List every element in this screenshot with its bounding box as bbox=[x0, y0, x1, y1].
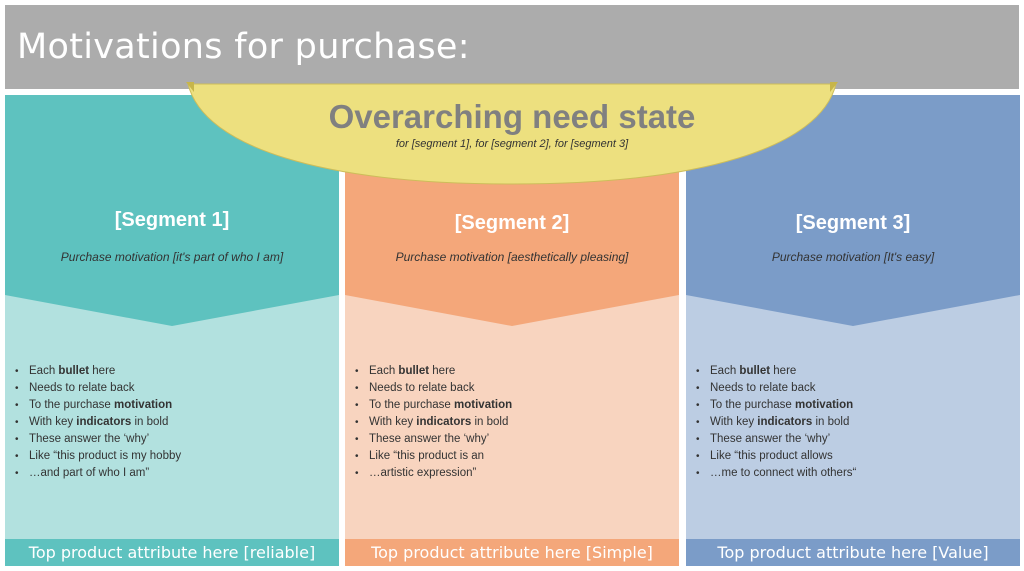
bullet-item: These answer the ‘why’ bbox=[696, 431, 856, 448]
page-title: Motivations for purchase: bbox=[17, 27, 470, 67]
segment-2-bullets: Each bullet hereNeeds to relate back To t… bbox=[355, 363, 512, 482]
bullet-text: Like “this product allows bbox=[710, 450, 833, 462]
bullet-text: Needs to relate back bbox=[29, 382, 135, 394]
bullet-bold-text: indicators bbox=[416, 416, 472, 428]
segment-1-background bbox=[5, 95, 339, 566]
segment-2-motivation: Purchase motivation [aesthetically pleas… bbox=[395, 250, 629, 264]
bullet-item: Like “this product is my hobby bbox=[15, 448, 182, 465]
bullet-item: …and part of who I am” bbox=[15, 465, 181, 482]
bullet-item: To the purchase motivation bbox=[696, 397, 856, 414]
bullet-text: Like “this product is my hobby bbox=[29, 450, 182, 462]
bullet-text: To the purchase bbox=[369, 399, 455, 411]
bullet-text: To the purchase bbox=[29, 399, 115, 411]
bullet-text-end: here bbox=[429, 365, 456, 377]
bullet-bold-text: indicators bbox=[76, 416, 132, 428]
banner-ellipse bbox=[187, 83, 837, 185]
bullet-item: With key indicators in bold bbox=[355, 414, 512, 431]
bullet-bold-text: bullet bbox=[398, 365, 430, 377]
bullet-text: Each bbox=[369, 365, 399, 377]
bullet-item: Like “this product is an bbox=[355, 448, 512, 465]
segment-3-background bbox=[686, 95, 1020, 566]
bullet-item: Like “this product allows bbox=[696, 448, 856, 465]
bullet-bold-text: motivation bbox=[114, 399, 173, 411]
bullet-text: Needs to relate back bbox=[369, 382, 475, 394]
bullet-text: These answer the ‘why’ bbox=[710, 433, 831, 445]
bullet-bold-text: bullet bbox=[58, 365, 90, 377]
bullet-item: Each bullet here bbox=[355, 363, 512, 380]
segment-1-column: [Segment 1] Purchase motivation [it's pa… bbox=[5, 95, 339, 566]
segment-3-bullets: Each bullet hereNeeds to relate back To t… bbox=[696, 363, 856, 482]
bullet-text: With key bbox=[369, 416, 417, 428]
bullet-bold-text: bullet bbox=[739, 365, 771, 377]
bullet-text-end: here bbox=[770, 365, 797, 377]
bullet-bold-text: motivation bbox=[795, 399, 854, 411]
segment-1-title: [Segment 1] bbox=[114, 209, 230, 231]
bullet-item: These answer the ‘why’ bbox=[15, 431, 181, 448]
bullet-item: Each bullet here bbox=[696, 363, 856, 380]
bullet-text: These answer the ‘why’ bbox=[369, 433, 490, 445]
bullet-bold-text: motivation bbox=[454, 399, 513, 411]
bullet-text: …and part of who I am” bbox=[29, 467, 150, 479]
segment-1-footer: Top product attribute here [reliable] bbox=[5, 539, 339, 566]
bullet-text: With key bbox=[29, 416, 77, 428]
segment-3-motivation: Purchase motivation [It's easy] bbox=[771, 250, 935, 264]
bullet-text: Each bbox=[710, 365, 740, 377]
banner-title: Overarching need state bbox=[328, 98, 696, 135]
bullet-item: …me to connect with others“ bbox=[696, 465, 857, 482]
bullet-text: Like “this product is an bbox=[369, 450, 485, 462]
bullet-item: Needs to relate back bbox=[15, 380, 181, 397]
bullet-item: Needs to relate back bbox=[355, 380, 512, 397]
segment-2-footer: Top product attribute here [Simple] bbox=[345, 539, 679, 566]
bullet-text: Needs to relate back bbox=[710, 382, 816, 394]
segment-3-chevron bbox=[686, 95, 1020, 326]
bullet-item: To the purchase motivation bbox=[355, 397, 513, 414]
bullet-item: Each bullet here bbox=[15, 363, 181, 380]
segment-3-column: [Segment 3] Purchase motivation [It's ea… bbox=[686, 95, 1020, 566]
segment-1-chevron bbox=[5, 95, 339, 326]
bullet-text-end: in bold bbox=[812, 416, 850, 428]
bullet-item: Needs to relate back bbox=[696, 380, 856, 397]
bullet-bold-text: indicators bbox=[757, 416, 813, 428]
bullet-item: With key indicators in bold bbox=[15, 414, 181, 431]
bullet-text: …me to connect with others“ bbox=[710, 467, 857, 479]
bullet-text: To the purchase bbox=[710, 399, 796, 411]
bullet-item: These answer the ‘why’ bbox=[355, 431, 512, 448]
need-state-banner bbox=[186, 82, 838, 185]
bullet-text-end: in bold bbox=[471, 416, 509, 428]
bullet-text-end: in bold bbox=[131, 416, 169, 428]
bullet-text: …artistic expression” bbox=[369, 467, 477, 479]
bullet-item: With key indicators in bold bbox=[696, 414, 856, 431]
bullet-text: With key bbox=[710, 416, 758, 428]
banner-fold-right bbox=[830, 82, 838, 92]
segment-2-title: [Segment 2] bbox=[454, 212, 570, 234]
bullet-item: …artistic expression” bbox=[355, 465, 512, 482]
segment-3-title: [Segment 3] bbox=[795, 212, 911, 234]
bullet-text: These answer the ‘why’ bbox=[29, 433, 150, 445]
bullet-item: To the purchase motivation bbox=[15, 397, 181, 414]
bullet-text: Each bbox=[29, 365, 59, 377]
segment-1-motivation: Purchase motivation [it's part of who I … bbox=[60, 250, 284, 264]
banner-fold-left bbox=[186, 82, 194, 92]
segment-3-footer: Top product attribute here [Value] bbox=[686, 539, 1020, 566]
segment-1-bullets: Each bullet hereNeeds to relate back To t… bbox=[15, 363, 181, 482]
bullet-text-end: here bbox=[89, 365, 116, 377]
header-bar: Motivations for purchase: bbox=[5, 5, 1019, 89]
banner-subtitle: for [segment 1], for [segment 2], for [s… bbox=[395, 138, 629, 150]
